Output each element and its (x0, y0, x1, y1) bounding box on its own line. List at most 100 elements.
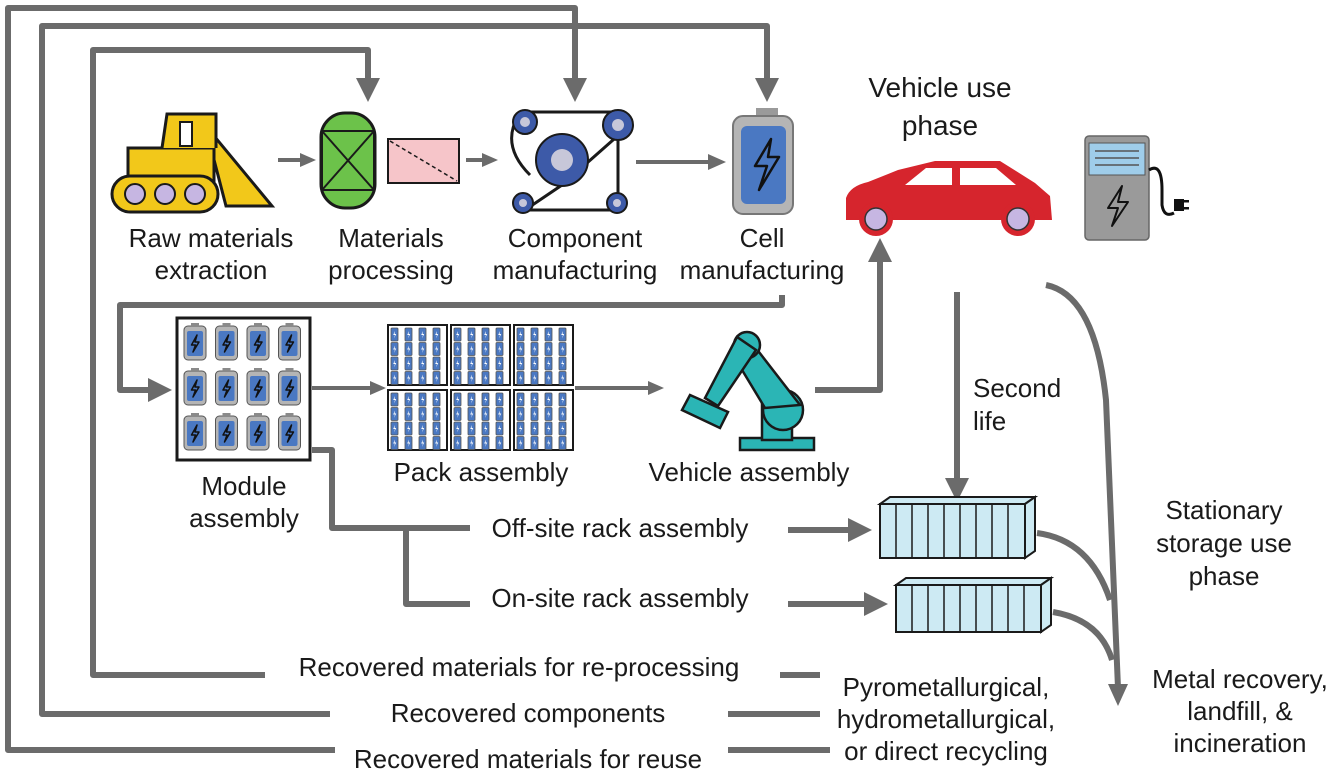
pack-cell-icon (558, 407, 567, 421)
pack-icon (387, 324, 574, 451)
label-second-life-1: Second (973, 373, 1061, 403)
pack-cell-icon (558, 327, 567, 342)
charger-icon (1084, 135, 1189, 241)
label-component-manufacturing-1: Component (508, 223, 643, 253)
module-cell-icon (183, 367, 207, 406)
pack-cell-icon (390, 436, 399, 450)
label-return-reprocessing: Recovered materials for re-processing (299, 652, 740, 682)
pack-cell-icon (481, 371, 490, 385)
pack-cell-icon (390, 407, 399, 421)
pack-cell-icon (544, 436, 553, 450)
label-recycling-1: Pyrometallurgical, (843, 672, 1050, 702)
module-cell-icon (246, 367, 270, 406)
label-end-of-life-2: landfill, & (1187, 696, 1293, 726)
pack-cell-icon (418, 436, 427, 450)
pack-cell-icon (481, 436, 490, 450)
arrow-vehicle-assembly-to-use (815, 260, 883, 393)
reprocessing-return-arrowhead (356, 78, 380, 102)
module-cell-icon (214, 322, 239, 361)
bulldozer-icon (110, 112, 276, 214)
module-icon (175, 316, 312, 462)
pack-cell-icon (481, 407, 490, 421)
pack-cell-icon (516, 327, 525, 342)
arrow-vehicle-to-end-of-life (1045, 282, 1121, 689)
pack-cell-icon (404, 342, 413, 356)
pack-cell-icon (418, 327, 427, 342)
pack-cell-icon (418, 392, 427, 407)
pack-cell-icon (404, 421, 413, 436)
pack-cell-icon (495, 371, 504, 385)
arrow-rack1-to-end-of-life (1036, 530, 1113, 601)
pack-cell-icon (495, 436, 504, 450)
car-icon (846, 161, 1052, 236)
label-component-manufacturing-2: manufacturing (493, 255, 658, 285)
pack-cell-icon (432, 392, 441, 407)
pack-cell-icon (418, 356, 427, 371)
pack-cell-icon (495, 392, 504, 407)
pack-cell-icon (432, 407, 441, 421)
pack-cell-icon (558, 436, 567, 450)
pack-cell-icon (467, 327, 476, 342)
label-vehicle-use-2: phase (902, 110, 978, 141)
pack-cell-icon (558, 421, 567, 436)
components-return-arrowhead (755, 78, 779, 102)
pack-cell-icon (404, 371, 413, 385)
label-raw-materials-1: Raw materials (129, 223, 294, 253)
pack-cell-icon (390, 392, 399, 407)
module-cell-icon (246, 412, 270, 451)
arrow-rack2-to-end-of-life (1052, 609, 1115, 661)
label-materials-processing-2: processing (328, 255, 454, 285)
pack-cell-icon (544, 356, 553, 371)
reuse-return-arrowhead (563, 78, 587, 102)
pack-cell-icon (453, 421, 462, 436)
pack-cell-icon (453, 356, 462, 371)
pack-cell-icon (530, 421, 539, 436)
pack-cell-icon (432, 371, 441, 385)
label-recycling-3: or direct recycling (844, 736, 1048, 766)
pack-cell-icon (516, 392, 525, 407)
pack-cell-icon (453, 392, 462, 407)
pack-cell-icon (530, 342, 539, 356)
pack-cell-icon (418, 407, 427, 421)
pack-cell-icon (516, 356, 525, 371)
pack-cell-icon (432, 356, 441, 371)
pack-cell-icon (495, 356, 504, 371)
pack-cell-icon (516, 342, 525, 356)
pack-cell-icon (516, 407, 525, 421)
label-pack-assembly: Pack assembly (394, 457, 569, 487)
rack-icon-onsite (892, 576, 1055, 634)
pack-cell-icon (453, 371, 462, 385)
pack-cell-icon (481, 421, 490, 436)
pack-cell-icon (404, 356, 413, 371)
label-module-assembly-1: Module (201, 471, 286, 501)
module-cell-icon (214, 412, 239, 451)
battery-cell-icon (732, 108, 794, 215)
pack-cell-icon (481, 342, 490, 356)
pack-cell-icon (530, 407, 539, 421)
components-return-line (39, 23, 820, 717)
label-second-life-2: life (973, 406, 1006, 436)
label-onsite-rack: On-site rack assembly (491, 583, 748, 613)
pack-cell-icon (516, 436, 525, 450)
label-vehicle-use-1: Vehicle use (868, 72, 1011, 103)
label-vehicle-assembly: Vehicle assembly (649, 457, 850, 487)
pack-cell-icon (467, 407, 476, 421)
pack-cell-icon (432, 421, 441, 436)
pack-cell-icon (432, 342, 441, 356)
pack-cell-icon (432, 436, 441, 450)
pack-cell-icon (453, 407, 462, 421)
module-cell-icon (277, 412, 302, 451)
pack-cell-icon (495, 407, 504, 421)
robot-arm-icon (680, 330, 816, 452)
module-cell-icon (183, 322, 207, 361)
pack-cell-icon (558, 371, 567, 385)
pack-cell-icon (544, 407, 553, 421)
pack-cell-icon (530, 327, 539, 342)
pack-cell-icon (516, 371, 525, 385)
label-end-of-life-3: incineration (1174, 728, 1307, 758)
pack-cell-icon (544, 327, 553, 342)
label-stationary-1: Stationary (1165, 495, 1282, 525)
pack-cell-icon (390, 371, 399, 385)
arrow-module-to-racks (312, 447, 470, 607)
